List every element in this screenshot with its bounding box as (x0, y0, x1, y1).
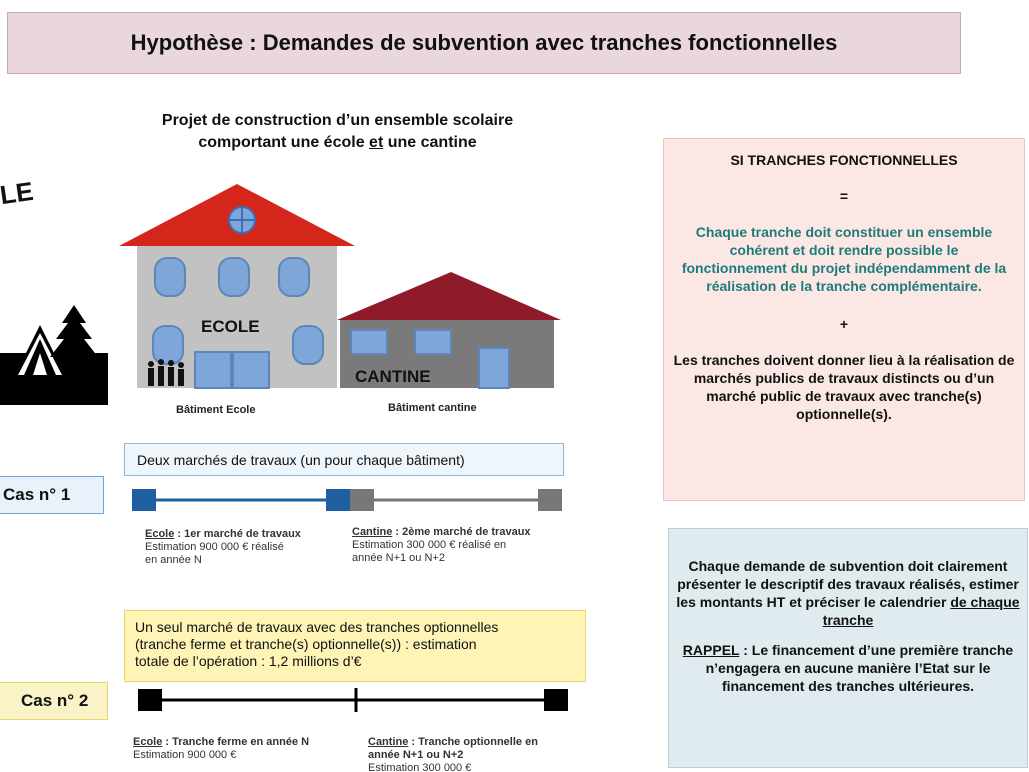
subvention-description: Chaque demande de subvention doit claire… (675, 557, 1021, 629)
cas1-ecole-line1: Ecole : 1er marché de travaux (145, 528, 301, 541)
cas2-label: Cas n° 2 (21, 691, 89, 710)
marches-publics-text: Les tranches doivent donner lieu à la ré… (673, 352, 1015, 422)
tranches-heading: SI TRANCHES FONCTIONNELLES (730, 152, 958, 168)
ecole-building: ECOLE (119, 184, 355, 389)
partial-left-text: LE (0, 175, 36, 211)
cas1-cantine-line2: Estimation 300 000 € réalisé en (352, 539, 507, 551)
cas2-description-line2: (tranche ferme et tranche(s) optionnelle… (135, 636, 477, 652)
cas2-timeline (138, 688, 568, 712)
cas2-ecole-title: Ecole (133, 736, 163, 748)
cas2-description-line3: totale de l’opération : 1,2 millions d’€ (135, 653, 362, 669)
ecole-caption: Bâtiment Ecole (176, 404, 256, 416)
cas1-ecole-line2: Estimation 900 000 € réalisé (145, 541, 284, 553)
tranches-fonctionnelles-box: SI TRANCHES FONCTIONNELLES = Chaque tran… (663, 138, 1025, 501)
plus-sign: + (839, 316, 849, 332)
subvention-requirements-box: Chaque demande de subvention doit claire… (668, 528, 1028, 768)
cas1-ecole-line3: en année N (145, 554, 202, 566)
cas2-description-line1: Un seul marché de travaux avec des tranc… (135, 619, 499, 635)
cas1-cantine-rest: : 2ème marché de travaux (392, 526, 531, 538)
cas1-description: Deux marchés de travaux (un pour chaque … (137, 451, 465, 468)
cas1-cantine-line1: Cantine : 2ème marché de travaux (352, 526, 531, 539)
cas2-cantine-line2: année N+1 ou N+2 (368, 749, 464, 761)
project-title-part: une cantine (383, 134, 477, 151)
cas1-cantine-title: Cantine (352, 526, 393, 538)
cas2-ecole-text: Ecole : Tranche ferme en année N Estimat… (133, 736, 309, 762)
cas1-cantine-line3: année N+1 ou N+2 (352, 552, 445, 564)
cas2-description-box: Un seul marché de travaux avec des tranc… (124, 610, 586, 682)
project-title-line1: Projet de construction d’un ensemble sco… (161, 112, 514, 129)
ecole-label: ECOLE (201, 317, 260, 336)
tranche-coherence-text: Chaque tranche doit constituer un ensemb… (681, 224, 1007, 294)
people-icon (148, 359, 184, 386)
cas1-cantine-text: Cantine : 2ème marché de travaux Estimat… (352, 526, 531, 565)
project-title-part: comportant une école (198, 134, 370, 151)
title-banner: Hypothèse : Demandes de subvention avec … (7, 12, 961, 74)
cas2-cantine-line3: Estimation 300 000 € (368, 762, 472, 772)
rappel-label: RAPPEL (682, 642, 740, 658)
cantine-caption: Bâtiment cantine (388, 402, 477, 414)
cas1-description-box: Deux marchés de travaux (un pour chaque … (124, 443, 564, 476)
tent-tree-icon (0, 305, 108, 405)
cas2-ecole-line1: Ecole : Tranche ferme en année N (133, 736, 309, 749)
cas1-label-box: Cas n° 1 (0, 476, 104, 514)
equals-sign: = (839, 188, 849, 204)
cas2-cantine-title: Cantine (368, 736, 409, 748)
cas1-label: Cas n° 1 (3, 485, 71, 504)
rappel-text: : Le financement d’une première tranche … (705, 642, 1014, 694)
cas1-timeline (132, 489, 562, 511)
project-title-line2: comportant une école et une cantine (110, 132, 565, 154)
cas2-ecole-line2: Estimation 900 000 € (133, 749, 237, 761)
cas2-cantine-line1: Cantine : Tranche optionnelle en (368, 736, 538, 749)
subvention-text: Chaque demande de subvention doit claire… (676, 558, 1019, 610)
cas2-label-box: Cas n° 2 (0, 682, 108, 720)
rappel-paragraph: RAPPEL : Le financement d’une première t… (675, 641, 1021, 695)
cas2-ecole-rest: : Tranche ferme en année N (162, 736, 310, 748)
cantine-building: CANTINE (337, 272, 561, 389)
cantine-label: CANTINE (355, 367, 431, 386)
cas2-cantine-rest: : Tranche optionnelle en (408, 736, 538, 748)
project-title-underlined: et (369, 134, 384, 151)
cas2-cantine-text: Cantine : Tranche optionnelle en année N… (368, 736, 538, 772)
page-title: Hypothèse : Demandes de subvention avec … (130, 30, 838, 55)
cas1-ecole-rest: : 1er marché de travaux (174, 528, 301, 540)
cas1-ecole-title: Ecole (145, 528, 175, 540)
cas1-ecole-text: Ecole : 1er marché de travaux Estimation… (145, 528, 301, 567)
buildings-illustration: CANTINE ECOLE (119, 184, 561, 389)
project-title: Projet de construction d’un ensemble sco… (110, 110, 565, 154)
chaque-tranche-underlined: de chaque tranche (822, 594, 1020, 628)
